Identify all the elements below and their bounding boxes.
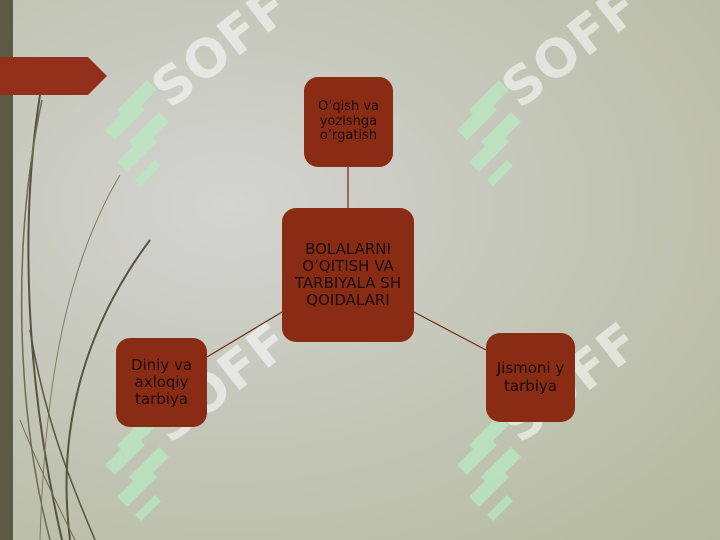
node-reading-writing: O’qish va yozishga o’rgatish [304,77,393,167]
node-religious-moral: Diniy va axloqiy tarbiya [116,338,207,427]
node-label: Jismoni y tarbiya [496,359,565,395]
node-label: O’qish va yozishga o’rgatish [317,98,380,144]
node-label: BOLALARNI O’QITISH VA TARBIYALA SH QOIDA… [294,239,402,310]
arrow-tab-decoration [0,57,107,95]
left-accent-bar [0,0,13,540]
node-label: Diniy va axloqiy tarbiya [130,355,193,409]
node-center-topic: BOLALARNI O’QITISH VA TARBIYALA SH QOIDA… [282,208,414,342]
node-physical-education: Jismoni y tarbiya [486,333,575,422]
